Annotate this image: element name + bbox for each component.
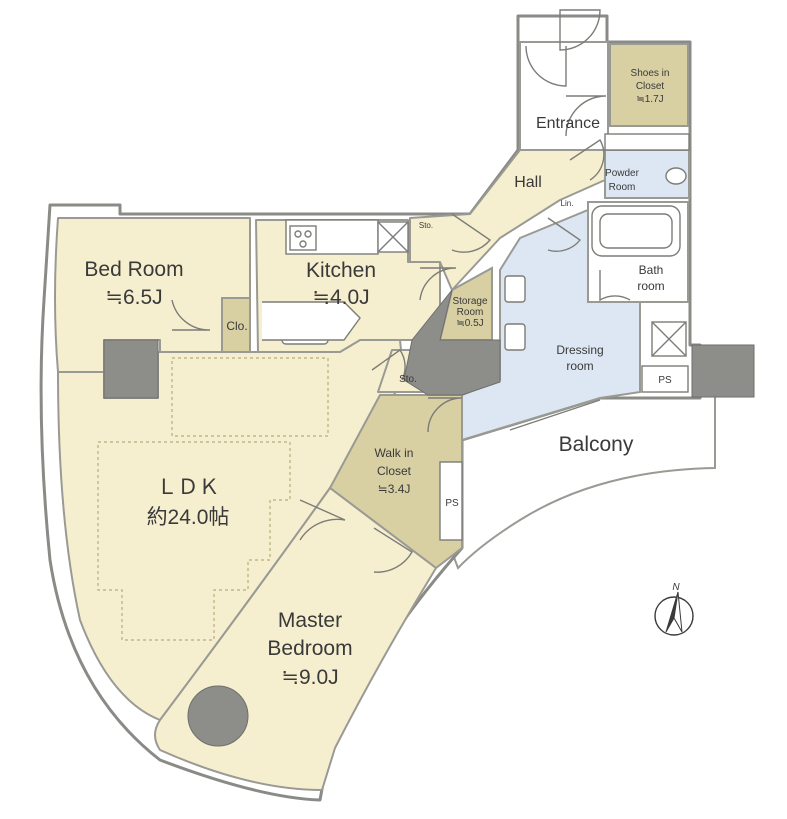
burner-icon xyxy=(299,240,307,248)
bathtub-inner xyxy=(599,213,673,249)
door-arc xyxy=(451,213,492,253)
master-label-1: Master xyxy=(278,609,342,632)
shoes-label-2: Closet xyxy=(636,81,665,92)
vanity-sink-icon xyxy=(504,275,526,303)
column-round xyxy=(187,685,249,747)
bath-label-2: room xyxy=(637,279,664,293)
compass-arrow-outline-icon xyxy=(673,591,683,633)
sto-upper-label: Sto. xyxy=(419,221,433,230)
kitchen-size: ≒4.0J xyxy=(312,286,369,309)
door-arc xyxy=(299,499,346,541)
ps-box-right xyxy=(641,365,689,393)
balcony-label: Balcony xyxy=(559,433,634,456)
balcony-area xyxy=(438,386,716,570)
bedroom-size: ≒6.5J xyxy=(105,286,162,309)
powder-label-2: Room xyxy=(609,182,636,193)
sto-lower-label: Sto. xyxy=(399,374,417,385)
walkin-label-2: Closet xyxy=(377,464,412,478)
door-arc xyxy=(565,95,607,137)
kitchen-island-counter xyxy=(262,301,361,341)
fridge-cross-icon xyxy=(377,221,409,253)
storage-label-2: Room xyxy=(457,307,484,318)
ps-lower-label: PS xyxy=(445,498,459,509)
table-outline xyxy=(97,441,291,641)
door-arc xyxy=(569,138,605,181)
powder-counter xyxy=(604,133,690,151)
burner-icon xyxy=(294,230,302,238)
walkin-label-1: Walk in xyxy=(375,446,414,460)
stove-icon xyxy=(289,225,317,251)
door-arc xyxy=(371,349,406,381)
door-arc xyxy=(559,9,601,51)
compass: N xyxy=(654,582,694,636)
door-arc xyxy=(419,267,457,301)
vanity-sink-icon xyxy=(504,323,526,351)
dressing-label-1: Dressing xyxy=(556,343,603,357)
kitchen-label: Kitchen xyxy=(306,259,376,282)
ps-box-lower xyxy=(439,461,463,541)
door-arc xyxy=(547,217,582,252)
window-line xyxy=(509,399,601,431)
powder-label-1: Powder xyxy=(605,168,640,179)
door-arc xyxy=(599,270,631,302)
rug-outline xyxy=(171,357,329,437)
storage-label-1: Storage xyxy=(452,296,487,307)
structural-core xyxy=(403,289,501,396)
door-arc xyxy=(373,527,413,573)
compass-label: N xyxy=(672,582,680,593)
shoes-closet-area xyxy=(609,43,689,127)
column-pillar xyxy=(103,339,159,399)
bedroom-area xyxy=(54,217,251,373)
toilet-icon xyxy=(665,167,687,185)
ldk-label: ＬＤＫ xyxy=(157,476,220,499)
door-arc xyxy=(525,45,567,87)
storage-size: ≒0.5J xyxy=(456,318,483,329)
master-label-2: Bedroom xyxy=(267,637,352,660)
master-size: ≒9.0J xyxy=(281,666,338,689)
ps-right-label: PS xyxy=(658,375,672,386)
lin-label: Lin. xyxy=(561,199,574,208)
shoes-label-1: Shoes in xyxy=(631,68,670,79)
pillar-right xyxy=(691,344,755,398)
dressing-label-2: room xyxy=(566,359,593,373)
hall-label: Hall xyxy=(514,174,542,191)
clo-label: Clo. xyxy=(226,319,247,333)
bath-label-1: Bath xyxy=(639,263,664,277)
walkin-size: ≒3.4J xyxy=(378,482,411,496)
bedroom-label: Bed Room xyxy=(84,258,183,281)
washer-cross-icon xyxy=(651,321,687,357)
burner-icon xyxy=(304,230,312,238)
ldk-size: 約24.0帖 xyxy=(147,506,230,529)
door-arc xyxy=(427,397,463,433)
entrance-label: Entrance xyxy=(536,115,600,132)
shoes-size: ≒1.7J xyxy=(636,94,663,105)
door-arc xyxy=(171,299,211,331)
